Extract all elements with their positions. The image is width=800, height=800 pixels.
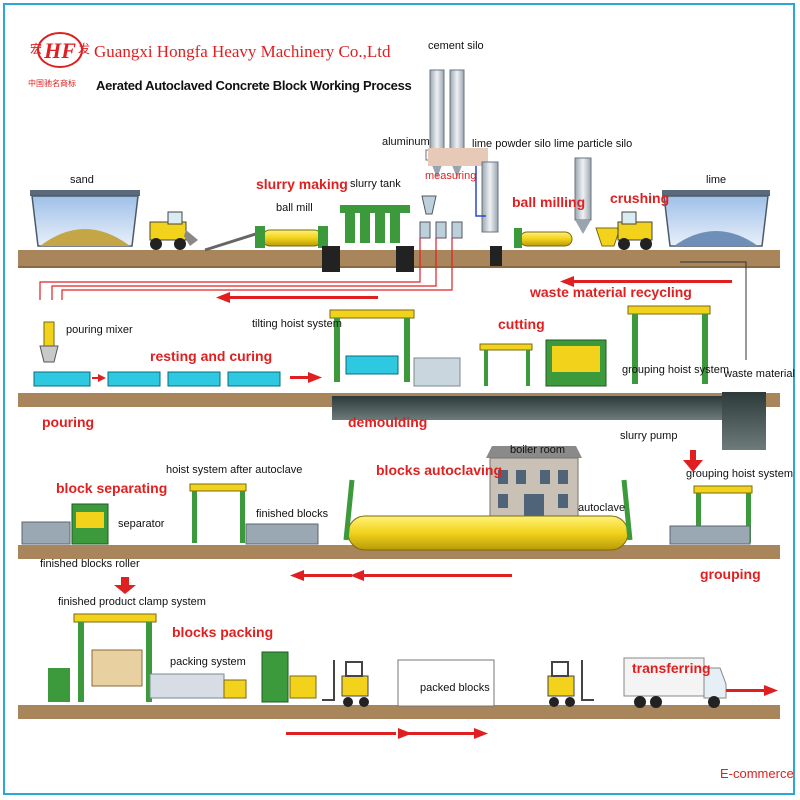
lime-shed bbox=[662, 190, 770, 246]
label-packing-system: packing system bbox=[170, 656, 246, 668]
label-lime-powder-silo: lime powder silo bbox=[472, 138, 551, 150]
mould-carts bbox=[34, 372, 280, 386]
label-ecommerce: E-commerce bbox=[720, 766, 794, 781]
label-autoclave: autoclave bbox=[578, 502, 625, 514]
loader-icon bbox=[150, 212, 198, 250]
grouping-hoist-row3 bbox=[670, 486, 752, 544]
loader-icon bbox=[618, 212, 652, 250]
label-pouring: pouring bbox=[42, 414, 94, 430]
label-slurry-tank: slurry tank bbox=[350, 178, 401, 190]
label-slurry-making: slurry making bbox=[256, 176, 348, 192]
label-transferring: transferring bbox=[632, 660, 711, 676]
label-tilting-hoist-system: tilting hoist system bbox=[252, 318, 342, 330]
label-resting-and-curing: resting and curing bbox=[150, 348, 272, 364]
label-grouping: grouping bbox=[700, 566, 761, 582]
ball-milling-machine bbox=[514, 228, 572, 248]
label-crushing: crushing bbox=[610, 190, 669, 206]
hf-logo-icon: HF bbox=[38, 33, 82, 67]
label-lime-particle-silo: lime particle silo bbox=[554, 138, 632, 150]
logo-right-char: 发 bbox=[78, 40, 90, 57]
label-ball-milling: ball milling bbox=[512, 194, 585, 210]
ball-mill-machine bbox=[205, 226, 328, 250]
measuring-station bbox=[420, 148, 488, 238]
logo-left-char: 宏 bbox=[30, 40, 42, 57]
hoist-after-autoclave-gantry bbox=[190, 484, 246, 543]
label-blocks-autoclaving: blocks autoclaving bbox=[376, 462, 502, 478]
crusher-machine bbox=[596, 228, 620, 246]
cutting-machines bbox=[480, 340, 606, 386]
label-sand: sand bbox=[70, 174, 94, 186]
label-block-separating: block separating bbox=[56, 480, 167, 496]
demould-slab bbox=[414, 358, 460, 386]
label-cutting: cutting bbox=[498, 316, 545, 332]
tilting-hoist-gantry bbox=[330, 310, 414, 382]
logo-tagline: 中国驰名商标 bbox=[28, 78, 76, 89]
autoclave-vessel bbox=[346, 480, 630, 550]
label-aluminum: aluminum bbox=[382, 136, 430, 148]
label-finished-product-clamp-system: finished product clamp system bbox=[58, 596, 206, 608]
label-finished-blocks: finished blocks bbox=[256, 508, 328, 520]
label-ball-mill: ball mill bbox=[276, 202, 313, 214]
label-measuring: measuring bbox=[425, 170, 476, 182]
forklift-icon bbox=[322, 660, 369, 707]
label-cement-silo: cement silo bbox=[428, 40, 484, 52]
sand-shed bbox=[30, 190, 140, 246]
finished-blocks-stacks bbox=[22, 522, 318, 544]
svg-text:HF: HF bbox=[43, 38, 76, 63]
diagram-subtitle: Aerated Autoclaved Concrete Block Workin… bbox=[96, 78, 411, 93]
pouring-mixer bbox=[40, 322, 58, 362]
label-blocks-packing: blocks packing bbox=[172, 624, 273, 640]
forklift-icon bbox=[548, 660, 594, 707]
label-waste-material-recycling: waste material recycling bbox=[530, 284, 692, 300]
label-finished-blocks-roller: finished blocks roller bbox=[40, 558, 140, 570]
label-pouring-mixer: pouring mixer bbox=[66, 324, 133, 336]
company-name: Guangxi Hongfa Heavy Machinery Co.,Ltd bbox=[94, 42, 390, 62]
label-hoist-after-autoclave: hoist system after autoclave bbox=[166, 464, 302, 476]
separator-machine bbox=[72, 504, 108, 544]
label-separator: separator bbox=[118, 518, 164, 530]
label-waste-material: waste material bbox=[724, 368, 795, 380]
label-demoulding: demoulding bbox=[348, 414, 427, 430]
label-packed-blocks: packed blocks bbox=[420, 682, 490, 694]
label-lime: lime bbox=[706, 174, 726, 186]
clamp-system-gantry bbox=[48, 614, 156, 702]
label-boiler-room: boiler room bbox=[510, 444, 565, 456]
label-grouping-hoist-system-2: grouping hoist system bbox=[686, 468, 793, 480]
boiler-room-building bbox=[486, 446, 582, 516]
label-grouping-hoist-system: grouping hoist system bbox=[622, 364, 729, 376]
label-slurry-pump: slurry pump bbox=[620, 430, 677, 442]
